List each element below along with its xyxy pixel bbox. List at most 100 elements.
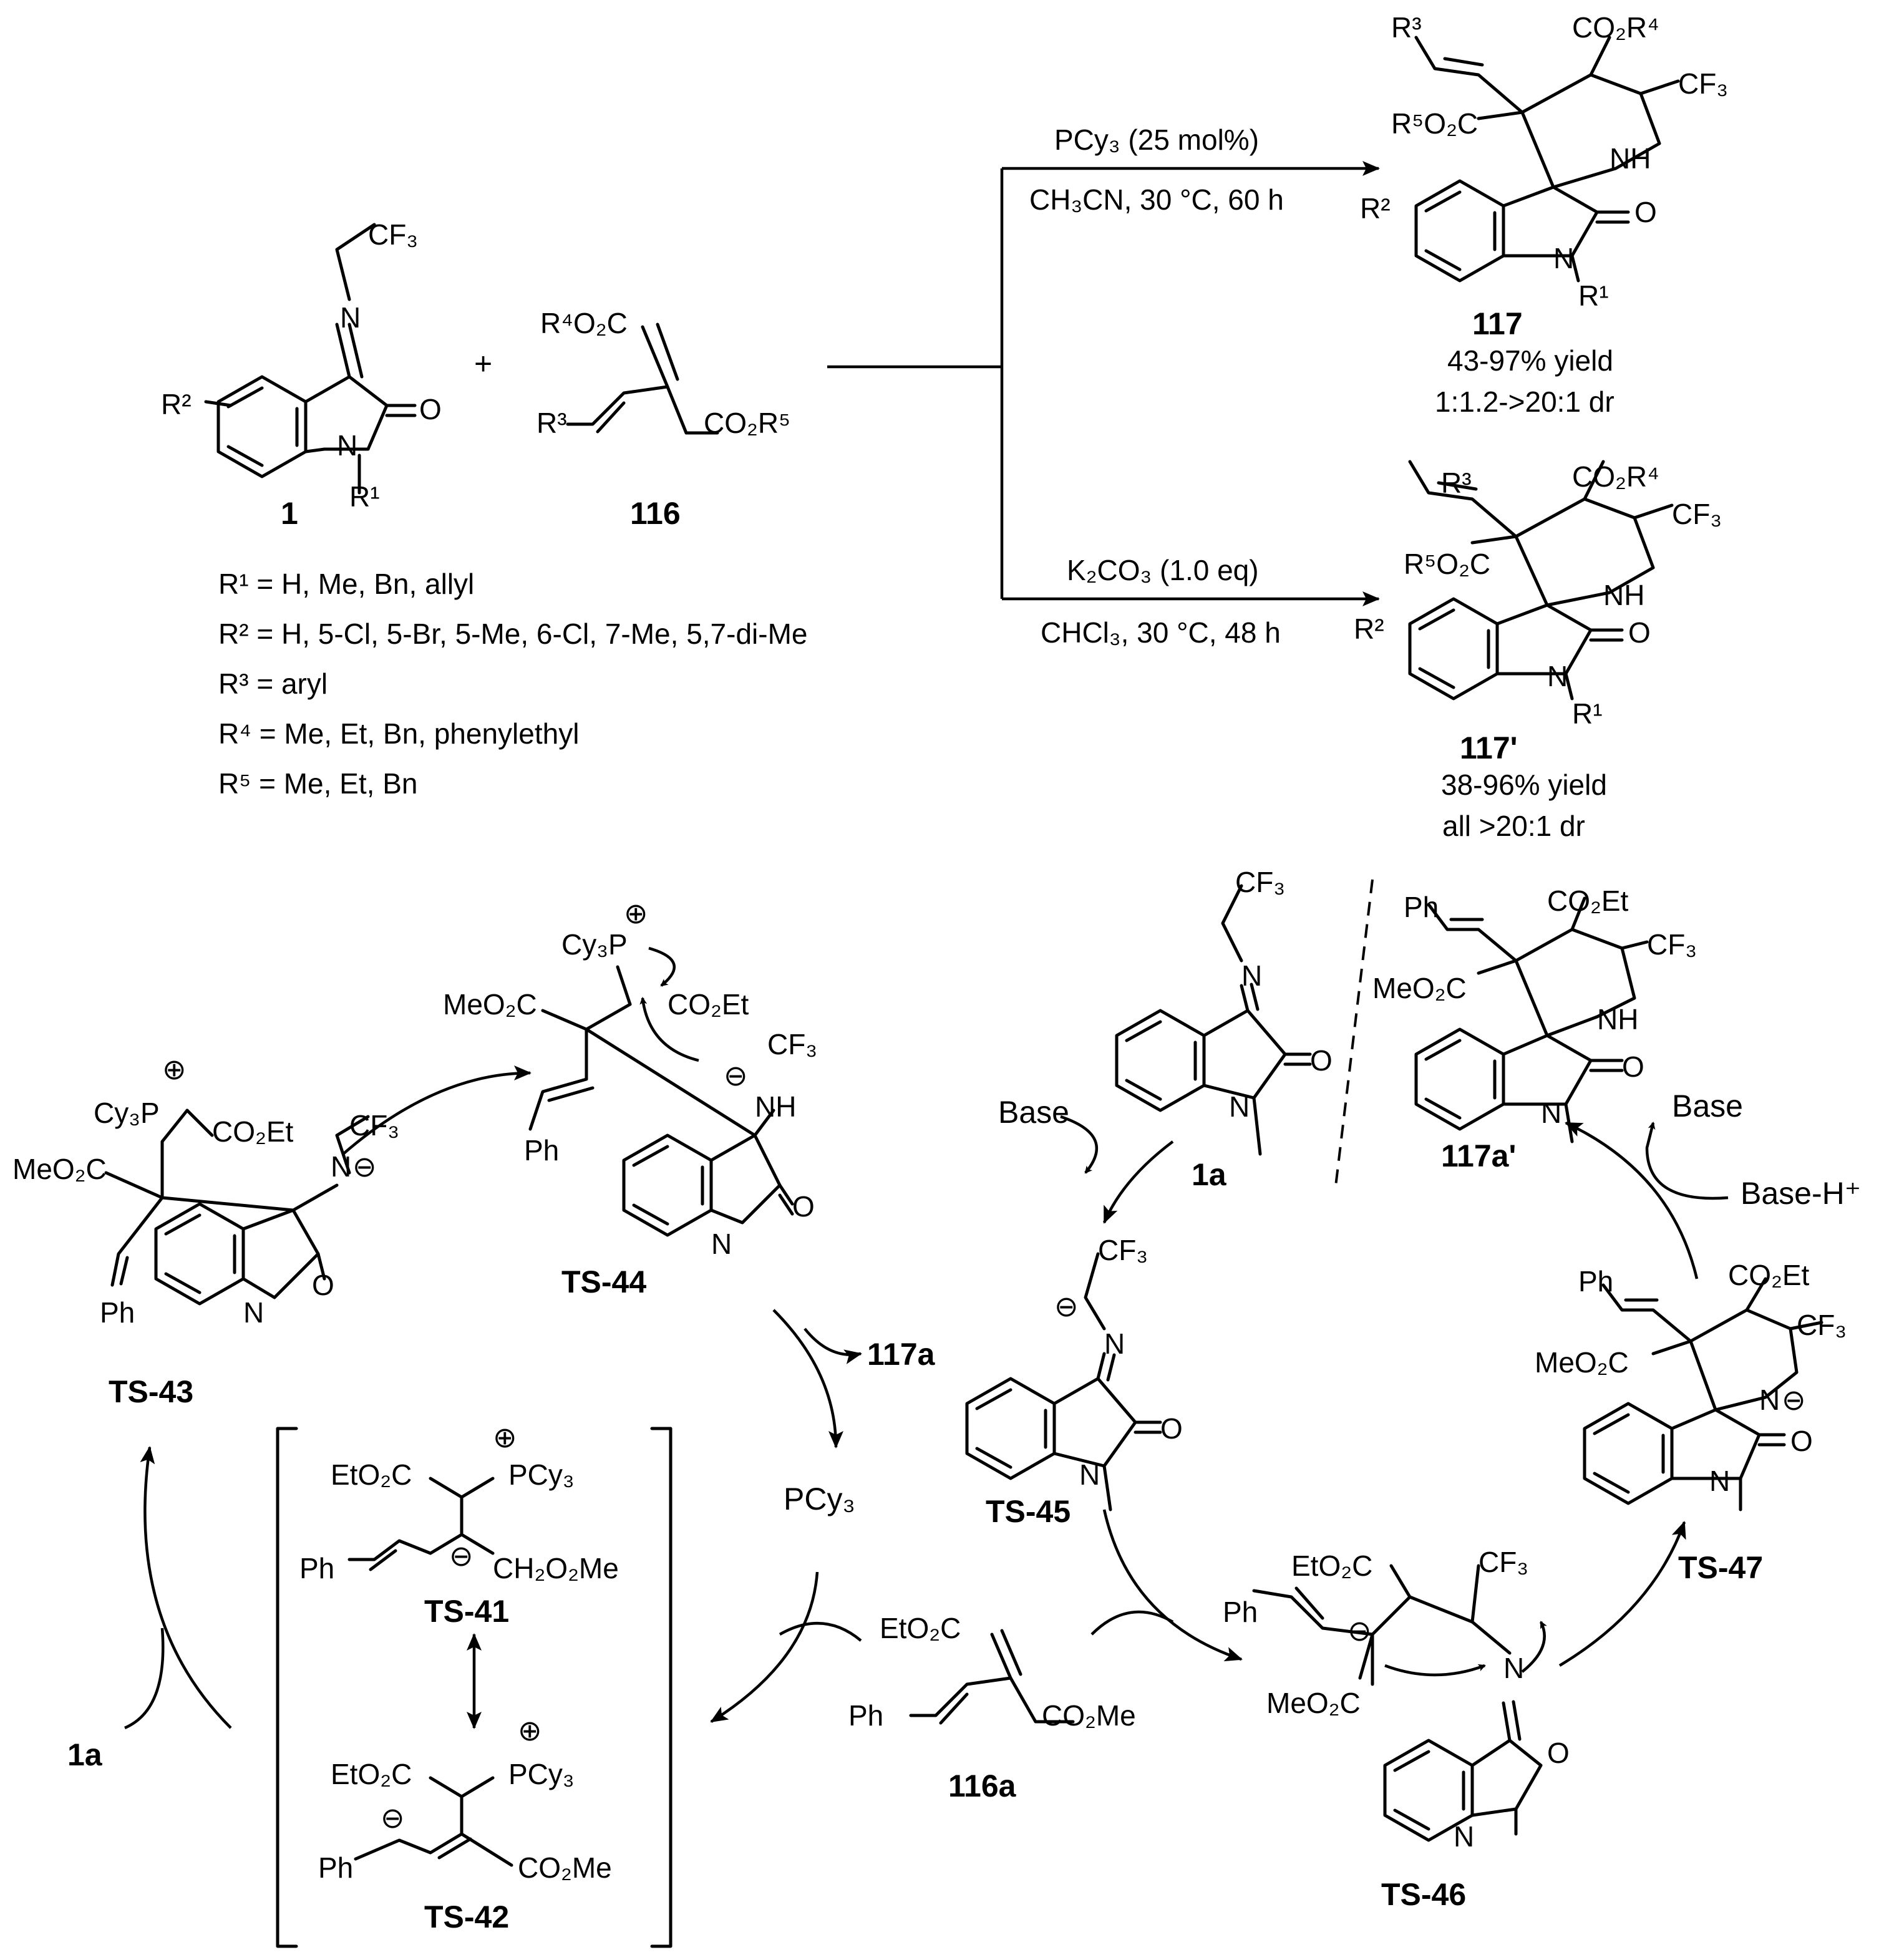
carbonyl-o-label: O <box>1634 196 1657 228</box>
nitrogen-minus: ⊖ <box>352 1150 377 1183</box>
co2r5-label: CO₂R⁵ <box>704 407 790 439</box>
meo2c-label: MeO₂C <box>443 988 537 1021</box>
ts45-to-ts46-arrow <box>1102 1509 1243 1662</box>
cf3-label: CF₃ <box>349 1109 399 1142</box>
ts42-plus: ⊕ <box>518 1714 542 1747</box>
substituent-r4: R⁴ = Me, Et, Bn, phenylethyl <box>218 717 579 750</box>
carbonyl-o-label: O <box>312 1269 334 1301</box>
ph-label: Ph <box>1404 891 1439 923</box>
r2-label: R² <box>1360 192 1391 225</box>
co2me-label: CO₂Me <box>1042 1699 1136 1732</box>
indole-n-label: N <box>1454 1820 1474 1853</box>
nh-label: NH <box>1610 142 1651 175</box>
product-117-id: 117 <box>1472 306 1523 341</box>
r1-label: R¹ <box>1578 279 1609 312</box>
cf3-label: CF₃ <box>1797 1309 1847 1341</box>
eto2c-label: EtO₂C <box>880 1612 961 1644</box>
substituent-list: R¹ = H, Me, Bn, allyl R² = H, 5-Cl, 5-Br… <box>218 568 807 800</box>
product-117p-structure: NH O N R¹ R² R³ CO₂R⁴ CF₃ R⁵O₂C <box>1354 460 1722 730</box>
product-117ap-id: 117a' <box>1441 1138 1516 1173</box>
base-h-label: Base-H⁺ <box>1741 1176 1861 1211</box>
ts42-label: TS-42 <box>424 1899 509 1934</box>
meo2c-label: MeO₂C <box>1372 972 1467 1004</box>
ph-label: Ph <box>1578 1265 1613 1298</box>
base-arrow <box>1060 1115 1099 1174</box>
amide-n-label: N <box>337 429 357 462</box>
ts45-structure: N ⊖ CF₃ O N <box>965 1234 1183 1511</box>
ts41-pcy3: PCy₃ <box>508 1458 575 1491</box>
product-117p-yield: 38-96% yield <box>1441 769 1607 801</box>
resonance-bracket: EtO₂C PCy₃ ⊕ Ph ⊖ CH₂O₂Me TS-41 EtO₂C PC… <box>276 1421 673 1948</box>
cf3-label: CF₃ <box>1678 67 1728 100</box>
ph-label: Ph <box>1223 1596 1258 1628</box>
r4o2c-label: R⁴O₂C <box>540 307 628 339</box>
lower-conditions-line1: K₂CO₃ (1.0 eq) <box>1067 554 1259 586</box>
product-117p-id: 117' <box>1460 730 1518 765</box>
ph-label: Ph <box>524 1134 559 1167</box>
substituent-r3: R³ = aryl <box>218 667 328 700</box>
ts41-plus: ⊕ <box>493 1421 517 1453</box>
ts42-minus: ⊖ <box>381 1802 405 1834</box>
nh-label: NH <box>1597 1003 1638 1036</box>
co2r4-label: CO₂R⁴ <box>1572 460 1659 493</box>
co2r4-label: CO₂R⁴ <box>1572 11 1659 44</box>
branching-reaction-arrows <box>827 161 1380 606</box>
eto2c-label: EtO₂C <box>1291 1550 1372 1582</box>
compound-1a-structure: N CF₃ O N <box>1115 866 1333 1156</box>
lower-conditions-line2: CHCl₃, 30 °C, 48 h <box>1041 616 1281 649</box>
phosphonium-plus: ⊕ <box>624 897 648 929</box>
indole-n-label: N <box>1709 1465 1730 1497</box>
compound-1a-id: 1a <box>1192 1157 1227 1192</box>
amide-n-label: N <box>1547 660 1568 692</box>
product-117p-dr: all >20:1 dr <box>1442 810 1585 842</box>
r3-label: R³ <box>1441 467 1472 499</box>
ts42-ph: Ph <box>318 1851 353 1884</box>
ts45-label: TS-45 <box>986 1494 1071 1529</box>
ts46-structure: EtO₂C CF₃ Ph ⊖ N MeO₂C O N <box>1223 1546 1570 1853</box>
amide-n-label: N <box>1759 1384 1780 1416</box>
meo2c-label: MeO₂C <box>1266 1687 1361 1719</box>
phosphonium-plus: ⊕ <box>162 1053 187 1085</box>
indole-n-label: N <box>1541 1097 1561 1129</box>
indole-n-label: N <box>711 1228 732 1260</box>
compound-1-id: 1 <box>281 496 298 531</box>
product-117ap-structure: Ph CO₂Et CF₃ MeO₂C NH O N <box>1372 885 1697 1143</box>
left-cycle-arrows <box>124 1065 862 1730</box>
nitrogen-minus: ⊖ <box>1782 1384 1806 1416</box>
r1-label: R¹ <box>1572 697 1603 730</box>
ts44-structure: Cy₃P ⊕ CO₂Et MeO₂C Ph CF₃ ⊖ NH O N <box>443 897 817 1260</box>
ph-label: Ph <box>848 1699 883 1732</box>
ts47-structure: Ph CO₂Et CF₃ MeO₂C N ⊖ O N <box>1535 1259 1847 1511</box>
r5o2c-label: R⁵O₂C <box>1404 548 1490 580</box>
r3-label: R³ <box>1391 11 1422 44</box>
r3-label: R³ <box>537 407 567 439</box>
amide-n-label: N <box>331 1150 351 1183</box>
116a-addition-arrow <box>1090 1610 1174 1636</box>
r2-label: R² <box>161 388 192 420</box>
substituent-r1: R¹ = H, Me, Bn, allyl <box>218 568 474 600</box>
carbonyl-o-label: O <box>1790 1425 1813 1457</box>
imine-n-label: N <box>1104 1327 1125 1360</box>
cf3-label: CF₃ <box>767 1028 817 1060</box>
indole-n-label: N <box>1229 1090 1250 1123</box>
product-117-dr: 1:1.2->20:1 dr <box>1435 386 1615 418</box>
ts46-to-ts47-arrow <box>1558 1521 1686 1667</box>
ts47-to-117ap-arrow <box>1565 1121 1699 1279</box>
carbonyl-o-label: O <box>1547 1737 1570 1769</box>
ts41-label: TS-41 <box>424 1594 509 1629</box>
compound-116a-id: 116a <box>948 1768 1017 1803</box>
nh-label: NH <box>755 1090 796 1123</box>
compound-1-structure: N CF₃ O N R¹ R² <box>161 218 442 513</box>
ts41-minus: ⊖ <box>449 1540 473 1572</box>
reagent-1a-left: 1a <box>67 1737 103 1772</box>
deprotonation-arrow <box>1102 1140 1174 1224</box>
indole-n-label: N <box>243 1296 264 1329</box>
carbonyl-o-label: O <box>1310 1044 1333 1077</box>
ts41-ph: Ph <box>299 1552 334 1584</box>
ts43-structure: Cy₃P ⊕ CO₂Et MeO₂C Ph N ⊖ CF₃ O N <box>12 1053 399 1329</box>
co2et-label: CO₂Et <box>212 1115 294 1148</box>
co2et-label: CO₂Et <box>1547 885 1629 917</box>
product-117a-id: 117a <box>867 1337 936 1372</box>
upper-conditions-line2: CH₃CN, 30 °C, 60 h <box>1029 183 1284 216</box>
